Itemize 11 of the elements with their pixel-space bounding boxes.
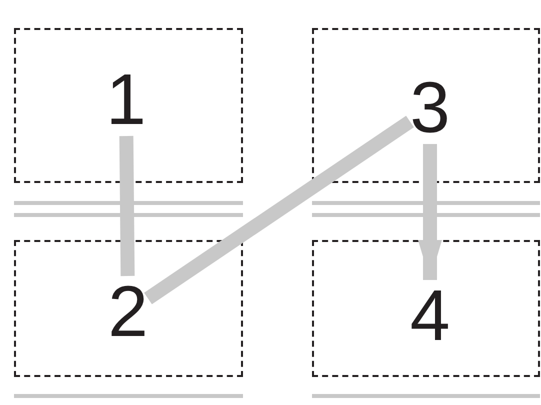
- dashed-box: [312, 28, 540, 183]
- connector-line: [119, 136, 135, 276]
- dashed-box: [14, 240, 243, 377]
- dashed-box: [14, 28, 243, 183]
- step-number: 3: [410, 72, 450, 144]
- connector-line: [144, 116, 414, 304]
- arrow: [418, 144, 442, 280]
- step-number: 1: [106, 64, 146, 136]
- step-number: 4: [410, 280, 450, 352]
- step-number: 2: [108, 276, 148, 348]
- dashed-box: [312, 240, 540, 377]
